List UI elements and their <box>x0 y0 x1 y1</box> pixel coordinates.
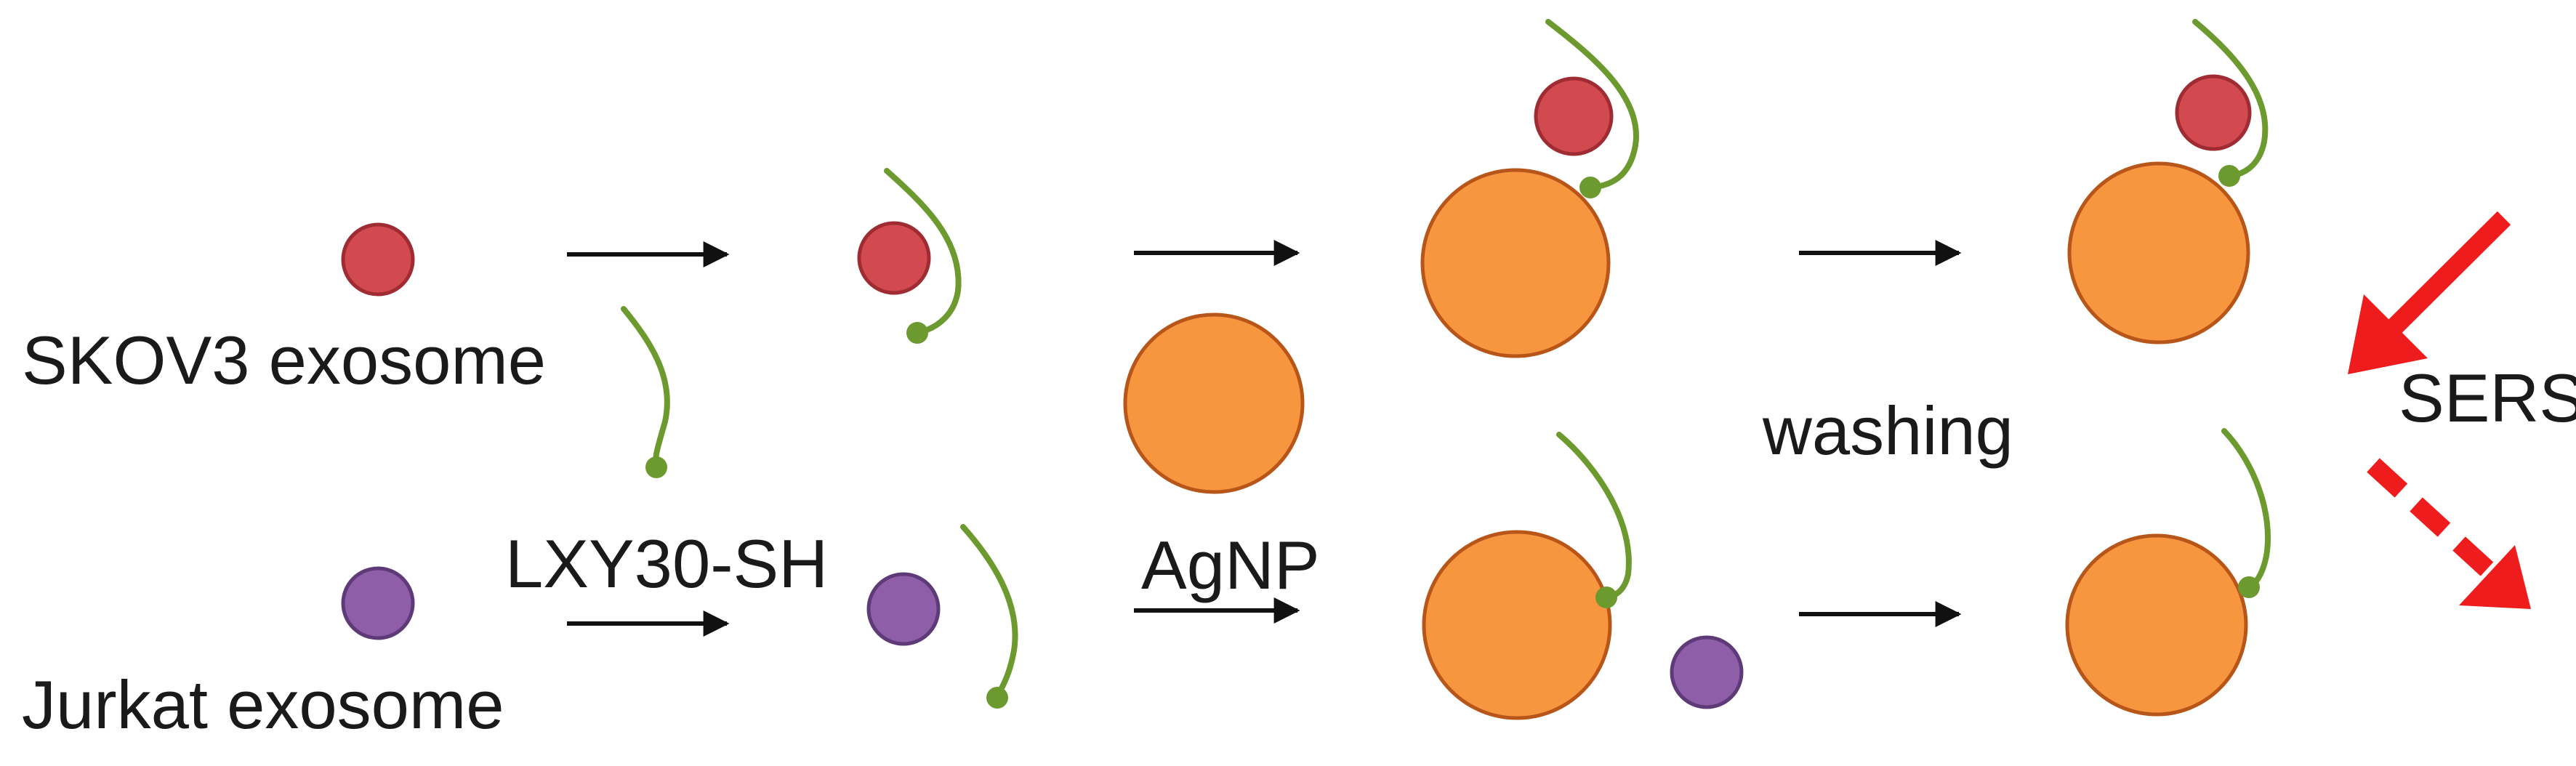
skov3-exosome-retained <box>2175 74 2252 151</box>
sers-signal-arrow-strong <box>2348 211 2511 374</box>
agnp-particle-top <box>1420 168 1611 358</box>
jurkat-exosome-initial <box>341 566 415 640</box>
peptide-on-agnp-washed-bottom <box>2221 428 2271 598</box>
free-peptide-lxy30 <box>621 306 670 478</box>
jurkat-exosome-unbound <box>866 572 941 646</box>
sers-label: SERS <box>2399 360 2576 436</box>
jurkat-exosome-label: Jurkat exosome <box>22 666 504 743</box>
skov3-exosome-initial <box>341 222 415 297</box>
agnp-particle-free <box>1123 313 1305 494</box>
agnp-particle-washed-top <box>2067 161 2250 344</box>
washing-label: washing <box>1762 392 2013 469</box>
jurkat-exosome-free <box>1670 635 1744 709</box>
peptide-bridge-top <box>1545 19 1640 198</box>
sers-signal-arrow-weak <box>2367 458 2531 609</box>
peptide-on-skov3 <box>884 168 962 344</box>
skov3-exosome-bound <box>857 221 931 295</box>
peptide-bridge-retained <box>2192 19 2269 187</box>
agnp-particle-bottom <box>1422 530 1612 720</box>
skov3-exosome-label: SKOV3 exosome <box>22 322 546 398</box>
agnp-label: AgNP <box>1141 527 1320 603</box>
skov3-exosome-on-agnp <box>1534 76 1614 156</box>
peptide-near-jurkat <box>960 524 1018 709</box>
peptide-label: LXY30-SH <box>505 525 828 602</box>
peptide-on-agnp-bottom <box>1556 432 1632 608</box>
agnp-particle-washed-bottom <box>2065 533 2248 717</box>
